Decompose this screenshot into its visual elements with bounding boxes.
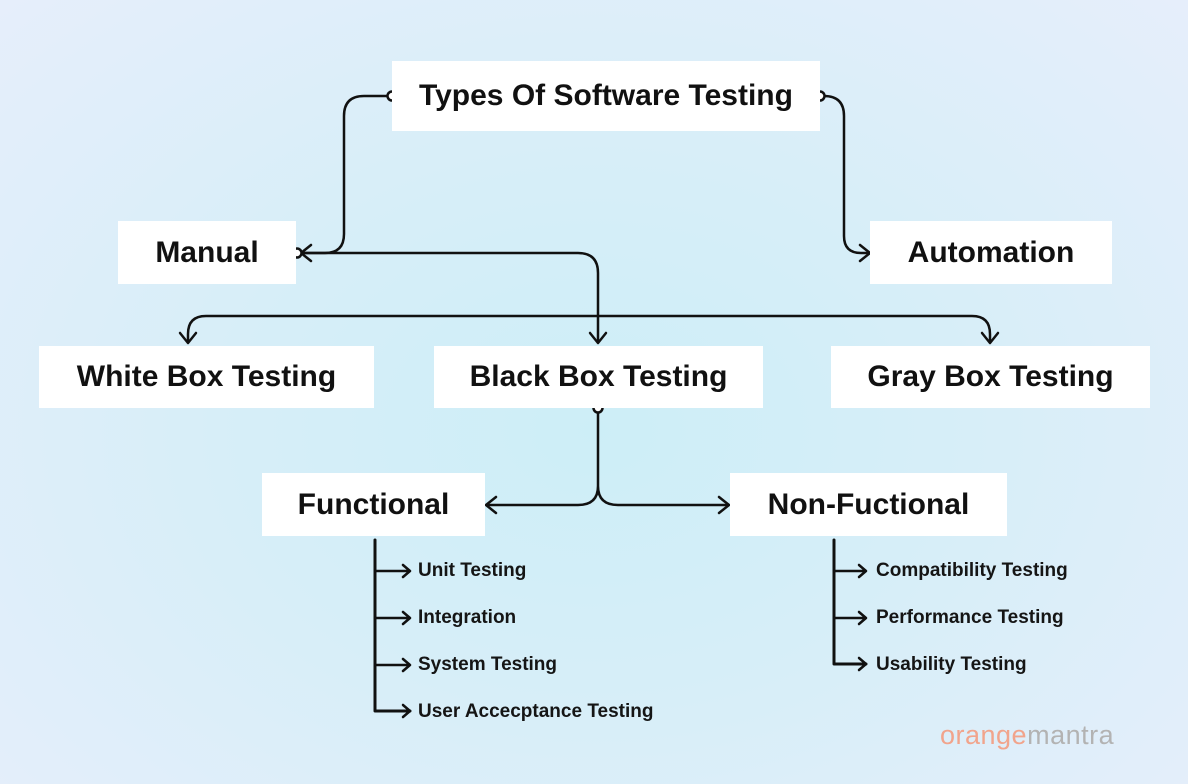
non-functional-item: Compatibility Testing [876,560,1068,581]
black-box-node: Black Box Testing [434,346,763,408]
brand-logo-part1: orange [940,720,1028,750]
functional-item: Integration [418,607,517,628]
root-to-manual-connector [301,94,390,255]
automation-node-label: Automation [907,235,1075,269]
functional-list-spine [373,538,412,713]
white-box-node: White Box Testing [39,346,374,408]
black-box-node-label: Black Box Testing [469,360,728,393]
non-functional-node-label: Non-Fuctional [767,487,970,521]
non-functional-node: Non-Fuctional [730,473,1007,536]
manual-node-label: Manual [155,235,259,269]
manual-node: Manual [118,221,296,284]
non-functional-item: Performance Testing [876,607,1064,628]
nonfunctional-list-spine [832,538,868,666]
graybox-arrowhead [980,331,1000,345]
blackbox-split-connector [485,411,730,507]
whitebox-arrowhead [178,331,198,345]
non-functional-item: Usability Testing [876,654,1027,675]
functional-item: Unit Testing [418,560,527,581]
functional-item: System Testing [418,654,558,675]
nonfunctional-arrowhead [717,495,731,515]
root-to-automation-connector [822,94,870,255]
white-box-node-label: White Box Testing [76,360,337,393]
gray-box-node-label: Gray Box Testing [867,360,1114,393]
functional-node: Functional [262,473,485,536]
functional-arrowhead [484,495,498,515]
automation-node: Automation [870,221,1112,284]
gray-box-node: Gray Box Testing [831,346,1150,408]
blackbox-arrowhead [588,331,608,345]
brand-logo-part2: mantra [1027,720,1115,750]
functional-node-label: Functional [297,487,450,521]
functional-item: User Accecptance Testing [418,701,654,722]
root-node: Types Of Software Testing [392,61,820,131]
brand-logo: orangemantra [940,720,1114,751]
manual-to-blackbox-connector [300,251,600,344]
root-node-label: Types Of Software Testing [419,79,793,112]
testing-types-connector [186,314,992,344]
